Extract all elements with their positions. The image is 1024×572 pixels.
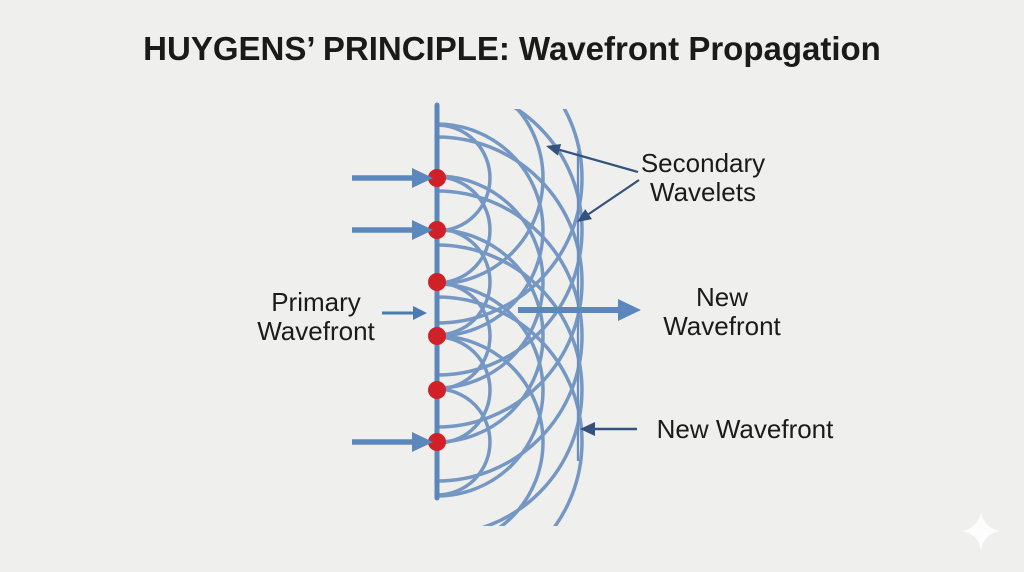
source-point-dot bbox=[428, 273, 446, 291]
incoming-ray-arrow-3-head bbox=[412, 432, 433, 452]
primary-wavefront-label: Primary Wavefront bbox=[225, 288, 407, 346]
new-wavefront-bottom-label: New Wavefront bbox=[656, 414, 834, 444]
slide-title: HUYGENS’ PRINCIPLE: Wavefront Propagatio… bbox=[143, 30, 881, 67]
wavelet-arc bbox=[436, 174, 545, 390]
new-wavefront-pointer-arrow-head bbox=[580, 422, 595, 436]
incoming-ray-arrow-2-head bbox=[412, 220, 433, 240]
secondary-wavelets-label: Secondary Wavelets bbox=[612, 149, 794, 207]
wavelet-arc bbox=[436, 334, 545, 526]
wavelet-arc bbox=[436, 189, 584, 483]
primary-wavefront-label-line1: Primary bbox=[271, 287, 361, 317]
source-point-dot bbox=[428, 381, 446, 399]
sparkle-icon bbox=[962, 512, 1000, 550]
propagation-direction-arrow-head bbox=[618, 299, 641, 321]
wavelet-arc bbox=[436, 295, 584, 526]
secondary-wavelets-label-line2: Wavelets bbox=[650, 177, 756, 207]
primary-wavefront-label-line2: Wavefront bbox=[257, 316, 375, 346]
secondary-wavelets-pointer-arrow-1 bbox=[559, 148, 639, 174]
wavelet-arc bbox=[436, 228, 545, 444]
secondary-wavelet-arcs bbox=[436, 109, 584, 526]
wavelet-arc bbox=[436, 175, 492, 285]
new-wavefront-right-label-line1: New bbox=[695, 282, 748, 312]
secondary-wavelets-pointer-arrow-1-head bbox=[546, 144, 562, 156]
new-wavefront-right-label: New Wavefront bbox=[631, 283, 813, 341]
secondary-wavelets-label-line1: Secondary bbox=[640, 148, 766, 178]
wavelet-arc bbox=[436, 122, 545, 338]
source-point-dot bbox=[428, 433, 446, 451]
wavelet-arc bbox=[436, 123, 492, 233]
wavelet-arc bbox=[436, 243, 584, 526]
secondary-wavelets-pointer-arrow-2-head bbox=[577, 209, 592, 222]
source-point-dot bbox=[428, 327, 446, 345]
new-wavefront-right-label-line2: Wavefront bbox=[663, 311, 781, 341]
wavelet-arc bbox=[436, 135, 584, 429]
incoming-ray-arrow-1-head bbox=[412, 168, 433, 188]
secondary-wavelets-pointer-arrow-2 bbox=[587, 179, 640, 216]
source-point-dot bbox=[428, 169, 446, 187]
wavelet-arc bbox=[436, 335, 492, 445]
primary-wavefront-pointer-arrow-head bbox=[413, 306, 427, 320]
wavelet-arc bbox=[436, 282, 545, 498]
wavelet-arc bbox=[436, 387, 492, 497]
wavelet-arc bbox=[436, 109, 545, 286]
source-point-dot bbox=[428, 221, 446, 239]
